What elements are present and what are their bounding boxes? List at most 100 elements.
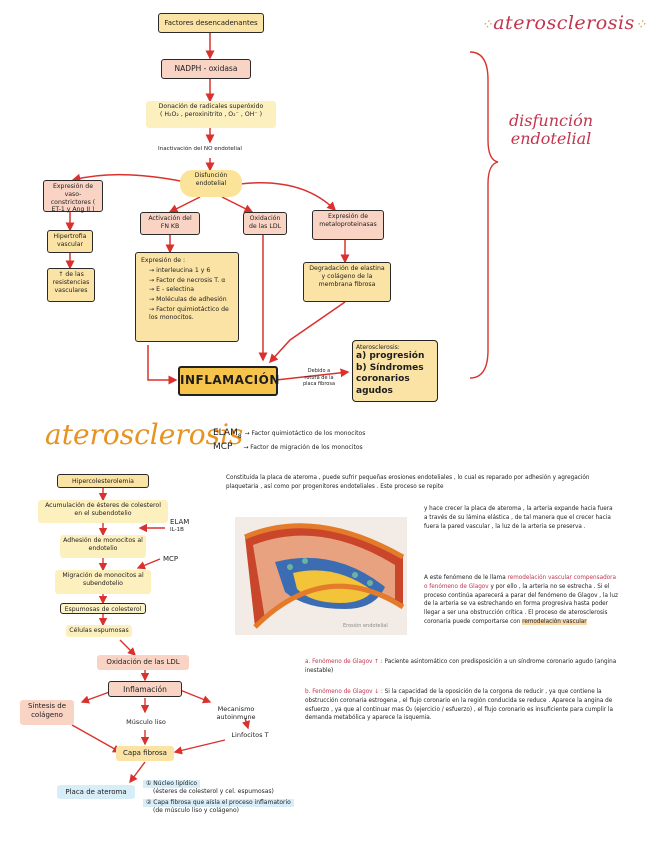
item-a-text: Paciente asintomático con predisposición… [305,659,617,674]
athero-b: b) Síndromes coronarios agudos [356,362,424,397]
hiper-box: Hipercolesterolemia [57,474,149,488]
placa-item-1-sub: (ésteres de colesterol y cel. espumosas) [153,788,274,796]
mecanismo-text: Mecanismo autoinmune [216,705,256,721]
metalo-box: Expresión de metaloproteinasas [312,210,384,240]
sintesis-box: Síntesis de colágeno [20,700,74,725]
inflamacion-box: INFLAMACIÓN [178,366,279,396]
placa-box: Placa de ateroma [57,785,135,799]
disfuncion-endotelial-label: disfunción endotelial [508,111,594,149]
placa-items: ① Núcleo lipídico (ésteres de colesterol… [143,780,294,815]
p2-red: remodelación vascular compensadora o fen… [424,575,616,590]
hipertrofia-text: Hipertrofia vascular [53,233,87,248]
linfocitos-text: Linfocitos T [231,731,269,739]
migracion-text: Migración de monocitos al subendotelio [62,572,144,587]
item-a: a. Fenómeno de Glagov ↑ : Paciente asint… [305,658,625,676]
expresion-item: → interleucina 1 y 6 [149,266,211,274]
rotura-note: Debido a rotura de la placa fibrosa [302,368,336,387]
resistencias-box: ↑ de las resistencias vasculares [47,268,95,302]
espumosas-text: Espumosas de colesterol [64,606,142,613]
legend-elam: ELAM [213,428,238,438]
item-a-label: a. Fenómeno de Glagov ↑ : [305,659,383,665]
item-b: b. Fenómeno de Glagov ↓ : Si la capacida… [305,688,625,723]
inactivacion-text: Inactivación del NO endotelial [158,146,242,152]
disfuncion-text: Disfunción endotelial [194,172,228,187]
nadph-box: NADPH - oxidasa [161,59,251,79]
adhesion-text: Adhesión de monocitos al endotelio [63,537,143,552]
musculo-box: Músculo liso [118,716,174,728]
placa-item-2-sub: (de músculo liso y colágeno) [153,807,239,815]
p2-rest: y por ello , la arteria no se estrecha .… [424,583,618,626]
athero-a: a) progresión [356,351,425,361]
linfocitos-box: Linfocitos T [222,729,278,741]
activacion-nfkb-text: Activación del FN KB [148,215,192,230]
disfuncion-box: Disfunción endotelial [180,170,242,197]
paragraph-2: A este fenómeno de le llama remodelación… [424,574,620,627]
vessel-caption: Erosión endotelial [343,623,388,629]
capa-box: Capa fibrosa [116,746,174,761]
degradacion-text: Degradación de elastina y colágeno de la… [309,265,385,288]
item-b-text: Si la capacidad de la oposición de la co… [305,689,613,722]
oxidacion-ldl-text: Oxidación de las LDL [248,215,282,230]
athero-title: Aterosclerosis: [356,344,400,351]
legend-mcp: MCP [213,442,233,453]
elam-side-nums: IL-1B [170,526,184,533]
title-dots-left: ⁘ [481,17,494,33]
legend-elam-row: ELAM8 → Factor quimiotáctico de los mono… [213,427,365,441]
adhesion-box: Adhesión de monocitos al endotelio [60,535,146,558]
legend-elam-sub: 8 [237,432,242,440]
legend-elam-desc: → Factor quimiotáctico de los monocitos [244,430,366,437]
migracion-box: Migración de monocitos al subendotelio [55,570,151,594]
elam-side-label: ELAM [170,518,190,526]
celulas-text: Células espumosas [69,627,129,634]
legend-mcp-desc: → Factor de migración de los monocitos [243,444,363,452]
legend: ELAM8 → Factor quimiotáctico de los mono… [213,427,365,454]
main-title-text: aterosclerosis [493,12,635,34]
expresion-item: → Factor de necrosis T. α [149,276,226,284]
expresion-item: → Factor quimiotáctico de los monocitos. [149,305,229,321]
oxidacion-box: Oxidación de las LDL [97,655,189,670]
secondary-title: aterosclerosis [45,418,244,451]
degradacion-box: Degradación de elastina y colágeno de la… [303,262,391,302]
oxidacion-text: Oxidación de las LDL [106,658,180,666]
placa-text: Placa de ateroma [65,788,127,796]
inflamacion-bottom-text: Inflamación [123,685,167,694]
item-b-label: b. Fenómeno de Glagov ↓ : [305,689,383,695]
factores-text: Factores desencadenantes [164,19,258,27]
expresion-vaso-text: Expresión de vaso-constrictores ( ET-1 y… [50,183,96,214]
expresion-item: → Moléculas de adhesión [149,296,227,303]
title-dots-right: ⁘ [634,17,648,33]
main-title: ⁘aterosclerosis⁘ [481,12,647,34]
elam-side: ELAM IL-1B [170,518,190,533]
activacion-nfkb-box: Activación del FN KB [140,212,200,235]
factores-box: Factores desencadenantes [158,13,264,33]
hiper-text: Hipercolesterolemia [72,478,134,485]
resistencias-text: ↑ de las resistencias vasculares [52,271,90,294]
nadph-text: NADPH - oxidasa [174,64,238,73]
oxidacion-ldl-box: Oxidación de las LDL [243,212,287,235]
donacion-box: Donación de radicales superóxido ( H₂O₂ … [146,101,276,128]
capa-text: Capa fibrosa [123,749,167,757]
inflamacion-bottom-box: Inflamación [108,681,182,697]
paragraph-1: Constituida la placa de ateroma , puede … [226,475,590,490]
espumosas-box: Espumosas de colesterol [60,603,146,614]
mcp-side: MCP [163,555,179,563]
legend-mcp-row: MCP → Factor de migración de los monocit… [213,441,365,454]
hipertrofia-box: Hipertrofia vascular [47,230,93,253]
expresion-vaso-box: Expresión de vaso-constrictores ( ET-1 y… [43,180,103,214]
sintesis-text: Síntesis de colágeno [27,702,67,719]
metalo-text: Expresión de metaloproteinasas [319,213,377,228]
placa-item-2: ② Capa fibrosa que aísla el proceso infl… [143,799,294,808]
paragraph-1b: y hace crecer la placa de ateroma , la a… [424,506,613,530]
p2-start: A este fenómeno de le llama [424,575,508,581]
acumulacion-box: Acumulación de ésteres de colesterol en … [38,500,168,523]
expresion-list-box: Expresión de : → interleucina 1 y 6 → Fa… [135,252,239,342]
aterosclerosis-box: Aterosclerosis: a) progresión b) Síndrom… [352,340,438,402]
musculo-text: Músculo liso [126,718,166,726]
acumulacion-text: Acumulación de ésteres de colesterol en … [45,502,161,517]
placa-item-1: ① Núcleo lipídico [143,780,201,789]
artery-drawing [235,517,407,635]
donacion-text: Donación de radicales superóxido [158,103,264,110]
donacion-sub: ( H₂O₂ , peroxinitrito , O₂⁻ , OH⁻ ) [159,110,262,118]
mecanismo-box: Mecanismo autoinmune [196,703,276,721]
